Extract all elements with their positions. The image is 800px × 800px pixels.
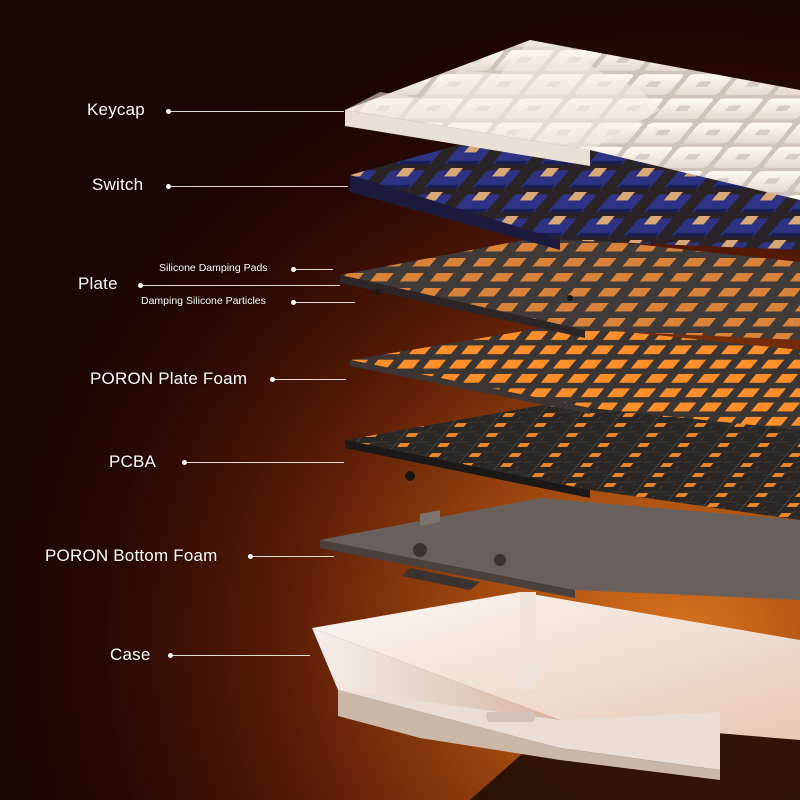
plate-foam-layer: [350, 325, 800, 430]
label-silicone-damping-pads: Silicone Damping Pads: [159, 262, 268, 274]
leader-line-silicone-particles: [293, 302, 355, 303]
leader-line-case: [170, 655, 310, 656]
leader-line-bottom-foam: [250, 556, 334, 557]
label-pcba: PCBA: [109, 452, 157, 471]
leader-line-switch: [168, 186, 348, 187]
leader-line-silicone-pads: [293, 269, 333, 270]
label-poron-plate-foam: PORON Plate Foam: [90, 369, 248, 388]
plate-layer: [340, 235, 800, 340]
bottom-foam-layer: [320, 498, 800, 600]
keycap-layer: [345, 40, 800, 200]
leader-line-plate-foam: [272, 379, 346, 380]
label-damping-silicone-particles: Damping Silicone Particles: [141, 295, 266, 307]
label-plate: Plate: [78, 274, 118, 293]
leader-line-keycap: [168, 111, 344, 112]
label-case: Case: [110, 645, 151, 664]
label-switch: Switch: [92, 175, 144, 194]
leader-line-pcba: [184, 462, 344, 463]
pcba-layer: [345, 402, 800, 520]
label-poron-bottom-foam: PORON Bottom Foam: [45, 546, 218, 565]
case-layer: [312, 592, 800, 780]
label-keycap: Keycap: [87, 100, 145, 119]
leader-line-plate: [140, 285, 340, 286]
